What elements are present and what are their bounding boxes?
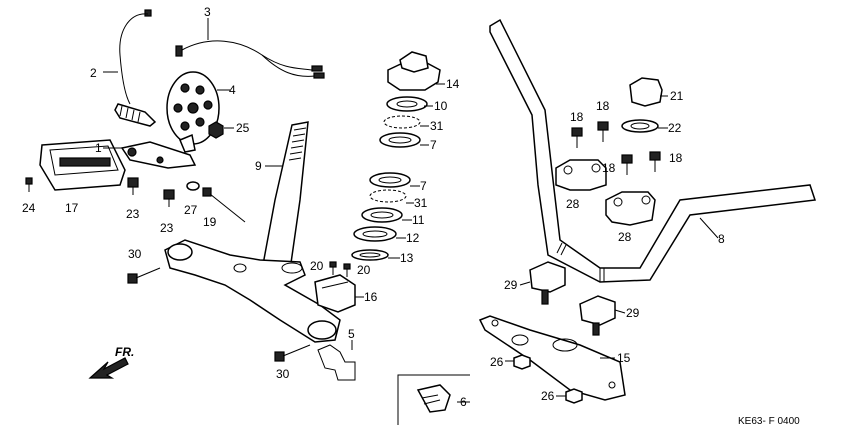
inset-box <box>397 374 470 425</box>
direction-arrow-icon <box>88 357 129 379</box>
dust-seal-12 <box>353 226 397 242</box>
horn-4 <box>166 71 220 153</box>
handlebar-lower-holder-a <box>529 261 566 305</box>
washer-22 <box>621 119 659 133</box>
clip-5 <box>317 344 356 381</box>
cable-guide-16 <box>314 274 356 313</box>
callout-29-b: 29 <box>626 306 640 320</box>
nut-25 <box>208 121 224 139</box>
callout-12: 12 <box>406 231 420 245</box>
callout-20-b: 20 <box>357 263 371 277</box>
callout-18-c: 18 <box>602 161 616 175</box>
callout-13: 13 <box>400 251 414 265</box>
steel-balls-31-upper <box>383 115 421 129</box>
cap-nut-21 <box>629 77 663 107</box>
callout-29-a: 29 <box>504 278 518 292</box>
bolt-19 <box>202 187 246 223</box>
bolt-30-b <box>274 344 311 362</box>
callout-21: 21 <box>670 89 684 103</box>
callout-23-a: 23 <box>126 207 140 221</box>
bracket-15 <box>478 315 626 401</box>
handlebar-upper-holder-b <box>605 191 656 226</box>
callout-7-upper: 7 <box>430 138 437 152</box>
callout-23-b: 23 <box>160 221 174 235</box>
callout-18-a: 18 <box>570 110 584 124</box>
callout-30-a: 30 <box>128 247 142 261</box>
callout-30-b: 30 <box>276 367 290 381</box>
callout-20-a: 20 <box>310 259 324 273</box>
callout-24: 24 <box>22 201 36 215</box>
wire-harness-3 <box>175 40 325 79</box>
bolt-23-a <box>127 177 139 195</box>
bearing-adjust-nut-10 <box>386 96 428 112</box>
callout-5: 5 <box>348 327 355 341</box>
callout-19: 19 <box>203 215 217 229</box>
diagram-code: KE63- F 0400 <box>738 416 800 427</box>
callout-22: 22 <box>668 121 682 135</box>
callout-31-lower: 31 <box>414 196 428 210</box>
stem-nut-14 <box>387 51 441 91</box>
callout-18-b: 18 <box>596 99 610 113</box>
callout-18-d: 18 <box>669 151 683 165</box>
emblem-17 <box>39 139 126 191</box>
callout-27: 27 <box>184 203 198 217</box>
lower-bridge <box>164 239 341 343</box>
bolt-23-b <box>163 189 175 207</box>
callout-26-a: 26 <box>490 355 504 369</box>
collar-27 <box>186 181 200 191</box>
callout-9: 9 <box>255 159 262 173</box>
callout-15: 15 <box>617 351 631 365</box>
handlebar <box>489 18 817 283</box>
callout-14: 14 <box>446 77 460 91</box>
horn-bracket-1 <box>120 141 197 169</box>
handlebar-lower-holder-b <box>579 295 616 336</box>
callout-17: 17 <box>65 201 79 215</box>
callout-11: 11 <box>412 213 425 227</box>
screw-24 <box>25 177 33 192</box>
callout-31-upper: 31 <box>430 119 444 133</box>
cable-2 <box>114 9 157 127</box>
callout-25: 25 <box>236 121 250 135</box>
callout-10: 10 <box>434 99 448 113</box>
callout-7-lower: 7 <box>420 179 427 193</box>
callout-8: 8 <box>718 232 725 246</box>
callout-3: 3 <box>204 5 211 19</box>
washer-13 <box>351 249 389 261</box>
screw-20 <box>329 261 351 277</box>
callout-26-b: 26 <box>541 389 555 403</box>
leader-lines <box>103 18 719 403</box>
callout-16: 16 <box>364 290 378 304</box>
bearing-race-7-lower <box>369 172 411 188</box>
bolt-30-a <box>127 267 161 284</box>
callout-2: 2 <box>90 66 97 80</box>
callout-6: 6 <box>460 395 467 409</box>
bearing-race-7-upper <box>379 132 421 148</box>
callout-labels: 1 2 3 4 5 6 7 7 8 9 10 11 12 13 14 15 16… <box>22 5 800 427</box>
callout-4: 4 <box>229 83 236 97</box>
nut-26 <box>513 354 583 404</box>
callout-28-a: 28 <box>566 197 580 211</box>
bolt-18-group <box>571 121 661 175</box>
callout-1: 1 <box>95 141 102 155</box>
direction-label: FR. <box>115 345 134 359</box>
handlebar-upper-holder-a <box>555 159 607 191</box>
steel-balls-31-lower <box>369 189 407 203</box>
bearing-race-11 <box>361 207 403 223</box>
callout-28-b: 28 <box>618 230 632 244</box>
steering-stem <box>261 121 309 271</box>
